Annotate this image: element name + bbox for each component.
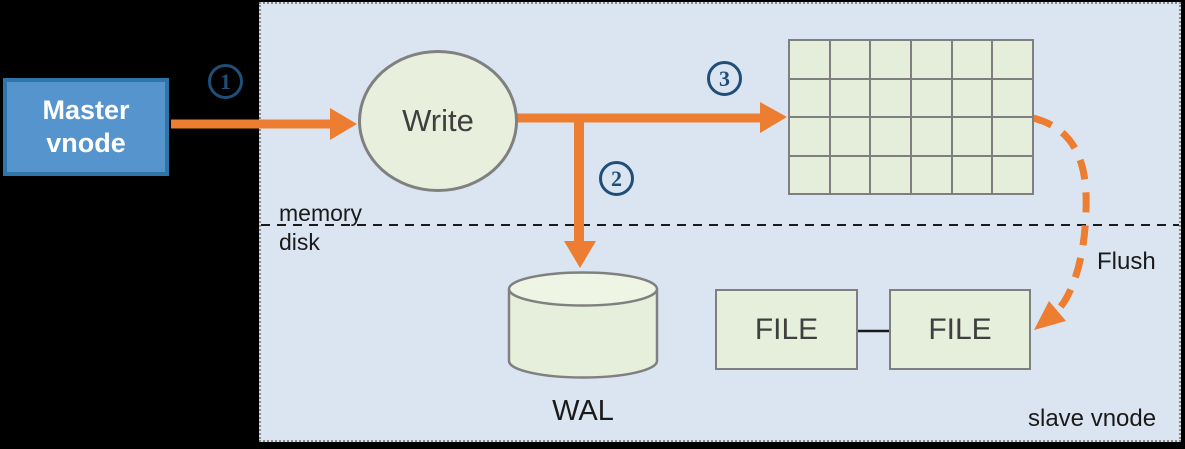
- memtable-cell: [830, 79, 870, 116]
- slave-vnode-label: slave vnode: [1028, 405, 1157, 432]
- step-2-badge: 2: [599, 161, 634, 196]
- memtable-cell: [912, 41, 951, 78]
- master-vnode-label-line1: Master: [42, 95, 130, 126]
- memtable-cell: [830, 118, 870, 155]
- step-2-number: 2: [611, 165, 622, 191]
- memtable-cell: [912, 118, 951, 155]
- memtable-cell: [952, 41, 992, 78]
- file-box-2: FILE: [889, 289, 1031, 370]
- memtable-cell: [993, 156, 1032, 193]
- master-vnode-box: Master vnode: [3, 78, 169, 176]
- disk-label: disk: [279, 229, 320, 255]
- memtable-cell: [912, 79, 951, 116]
- memtable-cell: [912, 156, 951, 193]
- memtable-cell: [993, 118, 1032, 155]
- memtable-cell: [830, 41, 870, 78]
- memory-label: memory: [279, 200, 363, 226]
- memtable-cell: [871, 118, 910, 155]
- step-1-badge: 1: [208, 64, 243, 99]
- step-1-number: 1: [220, 68, 231, 94]
- file-box-2-label: FILE: [928, 312, 992, 346]
- memtable-cell: [790, 118, 829, 155]
- memtable-cell: [993, 79, 1032, 116]
- step-3-badge: 3: [707, 61, 742, 96]
- master-vnode-label-line2: vnode: [46, 128, 126, 158]
- memtable-cell: [993, 41, 1032, 78]
- memtable-cell: [871, 156, 910, 193]
- file-box-1: FILE: [715, 289, 858, 370]
- flush-label: Flush: [1097, 248, 1156, 275]
- step-3-number: 3: [719, 65, 730, 91]
- memtable-cell: [830, 156, 870, 193]
- memtable-cell: [871, 41, 910, 78]
- memtable-cell: [790, 41, 829, 78]
- memtable-cell: [790, 79, 829, 116]
- memtable-grid: [788, 39, 1034, 195]
- memtable-cell: [871, 79, 910, 116]
- memtable-cell: [952, 156, 992, 193]
- memtable-cell: [790, 156, 829, 193]
- memtable-cell: [952, 79, 992, 116]
- write-node-label: Write: [402, 103, 474, 138]
- wal-label: WAL: [552, 395, 614, 427]
- memtable-cell: [952, 118, 992, 155]
- file-box-1-label: FILE: [754, 312, 819, 346]
- write-node: Write: [358, 50, 518, 192]
